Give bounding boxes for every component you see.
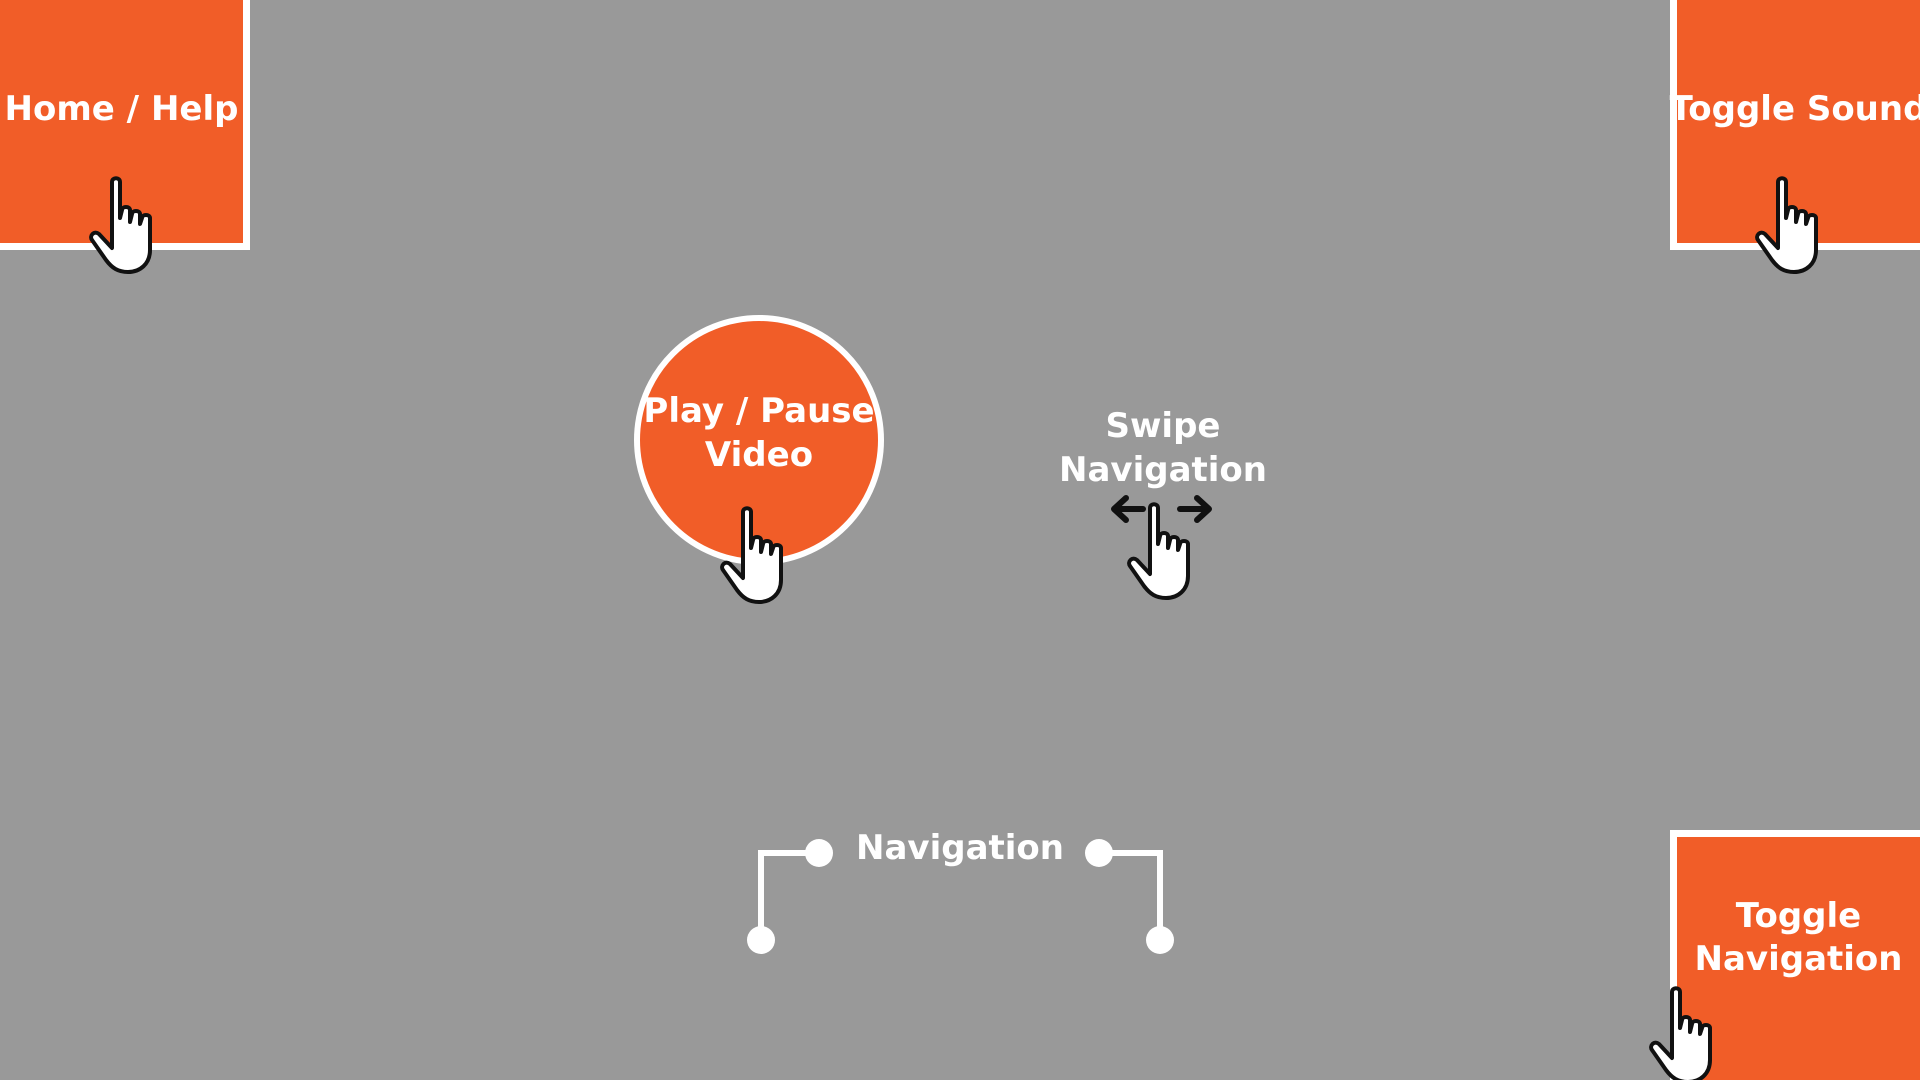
hand-pointer-icon <box>720 506 783 604</box>
navigation-label: Navigation <box>856 828 1064 868</box>
swipe-navigation-area[interactable]: Swipe Navigation <box>1038 404 1288 492</box>
home-help-label: Home / Help <box>4 89 239 130</box>
toggle-sound-label: Toggle Sound <box>1669 89 1920 130</box>
hand-pointer-icon <box>89 176 152 274</box>
hand-pointer-icon <box>1649 986 1712 1080</box>
toggle-navigation-label: Toggle Navigation <box>1694 896 1903 979</box>
hand-swipe-icon <box>1127 502 1190 600</box>
play-pause-label: Play / Pause Video <box>643 390 875 475</box>
hand-pointer-icon <box>1755 176 1818 274</box>
swipe-navigation-label: Swipe Navigation <box>1059 406 1267 491</box>
play-pause-button[interactable]: Play / Pause Video <box>634 315 884 565</box>
